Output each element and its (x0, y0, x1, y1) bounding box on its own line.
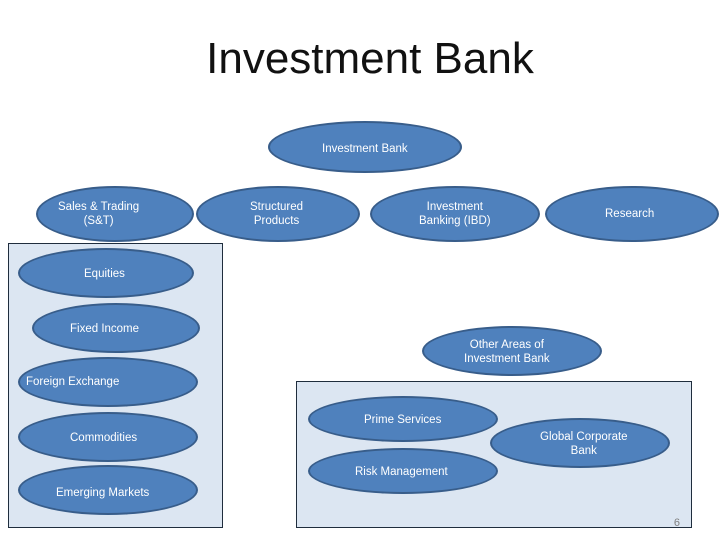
page-number: 6 (673, 517, 680, 529)
node-other-areas: Other Areas of Investment Bank (422, 326, 602, 376)
node-prime-services: Prime Services (308, 396, 498, 442)
node-investment-banking-ibd: Investment Banking (IBD) (370, 186, 540, 242)
node-sales-trading: Sales & Trading (S&T) (36, 186, 194, 242)
node-emerging-markets: Emerging Markets (18, 465, 198, 515)
node-equities: Equities (18, 248, 194, 298)
node-foreign-exchange: Foreign Exchange (18, 357, 198, 407)
node-fixed-income: Fixed Income (32, 303, 200, 353)
node-global-corporate-bank: Global Corporate Bank (490, 418, 670, 468)
node-investment-bank: Investment Bank (268, 121, 462, 173)
node-structured-products: Structured Products (196, 186, 360, 242)
node-commodities: Commodities (18, 412, 198, 462)
slide-title: Investment Bank (206, 34, 534, 83)
node-risk-management: Risk Management (308, 448, 498, 494)
node-research: Research (545, 186, 719, 242)
